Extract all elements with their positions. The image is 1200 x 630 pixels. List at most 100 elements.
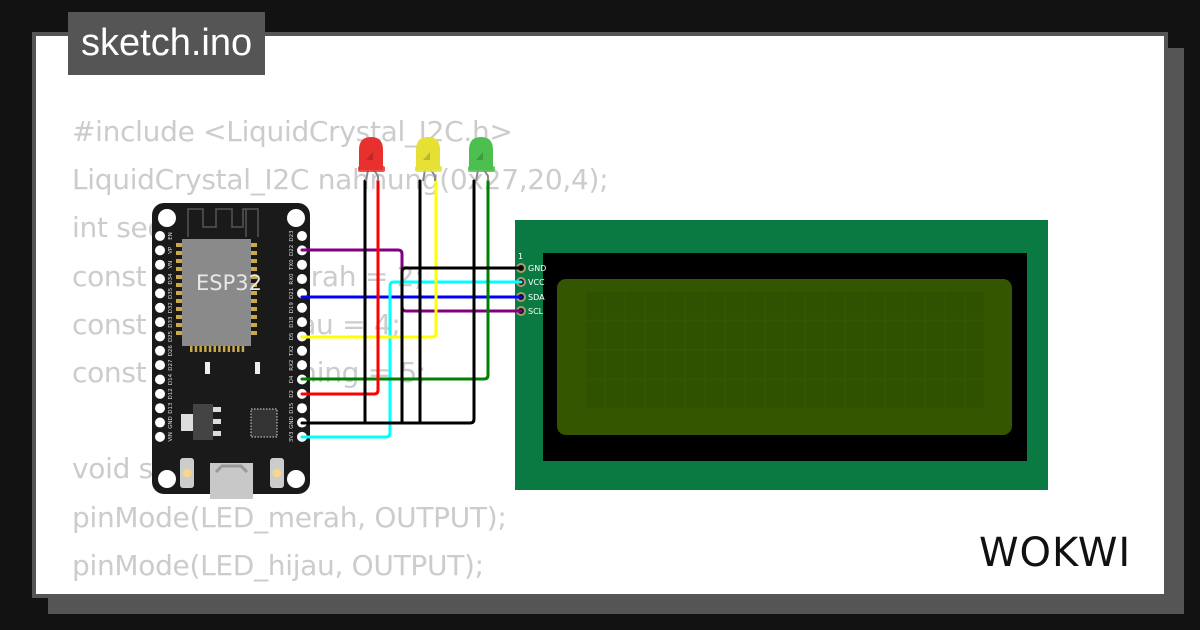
esp32-pin-d13[interactable]	[155, 403, 165, 414]
reset-button[interactable]	[270, 458, 284, 488]
lcd-cell	[626, 351, 645, 379]
lcd-cell	[586, 321, 605, 349]
module-pads	[176, 243, 257, 352]
lcd-cell	[686, 380, 705, 408]
smd-led	[255, 362, 260, 374]
lcd-cell	[706, 292, 725, 320]
wokwi-logo: WOKWI	[979, 530, 1130, 576]
usb-port-shape	[214, 464, 249, 474]
esp32-pin-d14[interactable]	[155, 374, 165, 385]
esp32-pin-label: GND	[168, 416, 174, 429]
wire-led-cathodes-and-lcd-gnd[interactable]	[300, 179, 523, 425]
esp32-pin-d34[interactable]	[155, 274, 165, 285]
esp32-pin-d23[interactable]	[297, 231, 307, 241]
regulator-tab	[181, 414, 193, 431]
esp32-pin-d25[interactable]	[155, 331, 165, 342]
esp32-pin-label: D27	[168, 359, 174, 371]
esp32-pin-gnd[interactable]	[155, 417, 165, 428]
esp32-pin-label: D25	[168, 330, 174, 342]
lcd-cell	[966, 351, 985, 379]
regulator-pin	[213, 407, 221, 412]
mount-hole	[287, 209, 305, 227]
lcd-cell	[926, 321, 945, 349]
lcd-cell	[886, 351, 905, 379]
lcd-cell	[806, 321, 825, 349]
lcd-cell	[966, 380, 985, 408]
esp32-pin-en[interactable]	[155, 231, 165, 241]
esp32-pin-label: D22	[289, 245, 295, 256]
lcd-cell	[946, 321, 965, 349]
esp32-pin-vp[interactable]	[155, 245, 165, 256]
esp32-pin-label: D26	[168, 345, 174, 357]
esp32-pin-rx2[interactable]	[297, 360, 307, 371]
lcd-cell	[646, 321, 665, 349]
esp32-pin-label: VP	[168, 246, 174, 254]
lcd-cell	[586, 292, 605, 320]
lcd-cell	[626, 321, 645, 349]
lcd-cell	[646, 380, 665, 408]
lcd-cell	[766, 292, 785, 320]
lcd-cell	[726, 380, 745, 408]
esp32-pin-label: VIN	[168, 432, 174, 442]
mount-hole	[158, 209, 176, 227]
wire-green-led-anode[interactable]	[300, 179, 490, 381]
boot-button[interactable]	[180, 458, 194, 488]
esp32-pin-tx0[interactable]	[297, 259, 307, 270]
esp32-pin-d19[interactable]	[297, 302, 307, 313]
esp32-pin-vin[interactable]	[155, 431, 165, 442]
lcd-cell	[746, 321, 765, 349]
lcd-pin-label: GND	[528, 264, 546, 273]
esp32-board[interactable]: ESP32 ENVPVND34D35D32D33D25D26D27D14D12D…	[152, 203, 310, 499]
led-red[interactable]	[358, 137, 385, 182]
lcd-cell	[746, 351, 765, 379]
lcd-cell	[946, 380, 965, 408]
esp32-pin-label: TX0	[289, 259, 295, 271]
wire-yellow-led-anode[interactable]	[300, 179, 438, 339]
smd-led	[205, 362, 210, 374]
esp32-pin-vn[interactable]	[155, 259, 165, 270]
esp32-pin-d32[interactable]	[155, 302, 165, 313]
file-title-badge: sketch.ino	[68, 12, 266, 75]
regulator-pin	[213, 431, 221, 436]
esp32-pin-label: RX2	[289, 360, 295, 371]
lcd-cell	[806, 292, 825, 320]
code-line: pinMode(LED_merah, OUTPUT);	[72, 500, 507, 534]
lcd-cell	[686, 292, 705, 320]
led-green[interactable]	[468, 137, 495, 182]
lcd-cell	[766, 321, 785, 349]
esp32-pin-rx0[interactable]	[297, 274, 307, 285]
esp32-pin-label: D33	[168, 316, 174, 328]
wire-red-led-anode[interactable]	[300, 179, 380, 396]
esp32-pin-d18[interactable]	[297, 317, 307, 328]
lcd-cell	[606, 321, 625, 349]
esp32-pin-d26[interactable]	[155, 345, 165, 356]
esp32-pin-d15[interactable]	[297, 403, 307, 414]
led-yellow[interactable]	[415, 137, 442, 182]
esp32-pin-label: RX0	[289, 273, 295, 285]
esp32-pin-d33[interactable]	[155, 317, 165, 328]
lcd-cell	[766, 351, 785, 379]
esp32-pin-label: D35	[168, 287, 174, 299]
lcd-cell	[706, 380, 725, 408]
lcd-cell	[806, 380, 825, 408]
lcd-cell	[666, 292, 685, 320]
esp32-pin-d12[interactable]	[155, 388, 165, 399]
lcd-cell	[946, 351, 965, 379]
lcd-cell	[906, 321, 925, 349]
wire-VCC[interactable]	[300, 280, 523, 439]
lcd-cell	[686, 351, 705, 379]
lcd-cell	[866, 292, 885, 320]
usb-chip	[250, 408, 278, 438]
esp32-pin-d35[interactable]	[155, 288, 165, 299]
lcd-cell	[886, 292, 905, 320]
lcd-pin-label: VCC	[528, 278, 545, 287]
lcd-cell	[646, 351, 665, 379]
esp32-pin-label: TX2	[289, 345, 295, 357]
esp32-pin-d27[interactable]	[155, 360, 165, 371]
lcd-cell	[846, 380, 865, 408]
mount-hole	[287, 470, 305, 488]
esp32-pin-tx2[interactable]	[297, 345, 307, 356]
esp32-pin-label: 3V3	[289, 431, 295, 442]
